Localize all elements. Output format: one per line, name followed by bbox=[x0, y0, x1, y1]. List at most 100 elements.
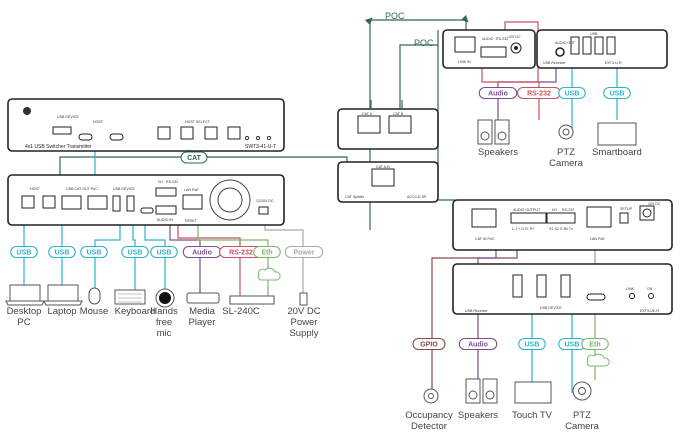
svg-text:USB: USB bbox=[128, 250, 143, 257]
device-label: Laptop bbox=[47, 306, 76, 317]
svg-text:USB: USB bbox=[610, 91, 625, 98]
audio-in-label: AUDIO IN bbox=[157, 218, 173, 222]
device-label: PTZ bbox=[573, 410, 591, 421]
cloud-icon bbox=[257, 267, 281, 281]
receiver-c-rear: CAT IN PoC AUDIO OUTPUT I/O RS-232 L- L+… bbox=[452, 199, 673, 251]
pill-usb: USB bbox=[603, 86, 631, 100]
device-label: Power bbox=[291, 317, 318, 328]
rs232-label: RS-232 bbox=[166, 180, 178, 184]
io-label: I/O bbox=[158, 180, 163, 184]
pill-eth: Eth bbox=[253, 245, 281, 259]
pill-usb: USB bbox=[10, 245, 38, 259]
ptz-camera-top-icon bbox=[558, 124, 574, 140]
pill-power: Power bbox=[284, 245, 324, 259]
laptop-icon bbox=[43, 284, 83, 306]
receiver-b: USB Receiver EXT3-U-R AUDIO OUT USB bbox=[536, 29, 668, 69]
svg-text:USB: USB bbox=[565, 342, 580, 349]
device-label: PC bbox=[17, 317, 30, 328]
svg-text:USB: USB bbox=[87, 250, 102, 257]
host-label: HOST bbox=[93, 120, 104, 124]
svg-text:USB: USB bbox=[565, 91, 580, 98]
media-player-icon bbox=[186, 292, 220, 304]
wire-keyboard bbox=[132, 222, 136, 296]
svg-text:USB: USB bbox=[17, 250, 32, 257]
svg-text:12V DC: 12V DC bbox=[648, 202, 661, 206]
device-label: Supply bbox=[289, 328, 318, 339]
svg-text:SETUP: SETUP bbox=[620, 207, 633, 211]
device-label: Detector bbox=[411, 421, 447, 432]
poc-label-1: POC bbox=[385, 11, 405, 21]
svg-text:USB: USB bbox=[590, 32, 598, 36]
sl240c-icon bbox=[229, 295, 275, 305]
svg-text:L- L+ G R- R+: L- L+ G R- R+ bbox=[512, 227, 535, 231]
device-label: free bbox=[156, 317, 172, 328]
svg-text:GPIO: GPIO bbox=[420, 342, 438, 349]
transmitter-rear: HOST USB CAT OUT PoC USB DEVICE I/O RS-2… bbox=[7, 174, 285, 226]
usb-device-label: USB DEVICE bbox=[57, 115, 79, 119]
device-label: Mouse bbox=[80, 306, 109, 317]
ptz-camera-bottom-icon bbox=[572, 381, 592, 401]
device-label: Keyboard bbox=[115, 306, 156, 317]
device-label: Speakers bbox=[478, 147, 518, 158]
speakers-top-icon bbox=[477, 119, 510, 145]
svg-text:Audio: Audio bbox=[468, 342, 488, 349]
svg-text:RS-232: RS-232 bbox=[229, 250, 253, 257]
splitter-model: ACC3-D-SP bbox=[407, 195, 427, 199]
svg-text:Power: Power bbox=[293, 250, 314, 257]
splitter-to-top bbox=[370, 100, 403, 108]
svg-text:EXT3-U-R: EXT3-U-R bbox=[605, 61, 622, 65]
wire-mic bbox=[144, 222, 166, 296]
svg-text:LAN PoE: LAN PoE bbox=[590, 237, 605, 241]
svg-text:Eth: Eth bbox=[261, 250, 272, 257]
pill-usb: USB bbox=[558, 337, 586, 351]
device-label: PTZ bbox=[557, 147, 575, 158]
rear-host-label: HOST bbox=[30, 187, 41, 191]
speakers-bottom-icon bbox=[465, 378, 498, 404]
power-supply-icon bbox=[299, 292, 308, 306]
splitter-top: CAT A CAT B bbox=[337, 108, 439, 150]
pill-rs-232: RS-232 bbox=[516, 86, 562, 100]
transmitter-model: SWT3-41-U-T bbox=[245, 144, 276, 150]
reset-label: RESET bbox=[185, 219, 198, 223]
svg-text:CAT B: CAT B bbox=[393, 112, 404, 116]
touch-tv-icon bbox=[514, 381, 552, 404]
device-label: Media bbox=[189, 306, 216, 317]
svg-text:USB Receiver: USB Receiver bbox=[543, 61, 566, 65]
svg-text:AUDIO OUTPUT: AUDIO OUTPUT bbox=[513, 208, 541, 212]
device-label: 20V DC bbox=[287, 306, 320, 317]
receiver-a: LINK IN AUDIO RS-232 12V DC bbox=[442, 29, 536, 69]
svg-text:USB Receiver: USB Receiver bbox=[465, 309, 488, 313]
svg-text:LINK IN: LINK IN bbox=[458, 60, 471, 64]
pill-usb: USB bbox=[558, 86, 586, 100]
pill-usb: USB bbox=[121, 245, 149, 259]
svg-text:12V DC: 12V DC bbox=[508, 35, 521, 39]
device-label: Smartboard bbox=[592, 147, 642, 158]
svg-text:CAT A-B: CAT A-B bbox=[376, 165, 390, 169]
pill-usb: USB bbox=[48, 245, 76, 259]
wire-audio bbox=[169, 218, 201, 296]
svg-text:Eth: Eth bbox=[589, 342, 600, 349]
device-label: SL-240C bbox=[222, 306, 260, 317]
cat-pill: CAT bbox=[180, 151, 208, 164]
svg-text:CAT: CAT bbox=[187, 155, 202, 162]
poc-wire-2 bbox=[399, 30, 439, 120]
svg-text:CAT IN PoC: CAT IN PoC bbox=[475, 237, 495, 241]
svg-text:EXT3-UE-R: EXT3-UE-R bbox=[640, 309, 659, 313]
svg-text:S1 S2 G Rx Tx: S1 S2 G Rx Tx bbox=[549, 227, 573, 231]
svg-text:ON: ON bbox=[647, 287, 653, 291]
usb-cat-out-label: USB CAT OUT PoC bbox=[66, 187, 98, 191]
host-select-label: HOST SELECT bbox=[185, 120, 211, 124]
svg-text:USB: USB bbox=[157, 250, 172, 257]
device-label: Desktop bbox=[7, 306, 42, 317]
svg-text:USB DEVICE: USB DEVICE bbox=[540, 306, 562, 310]
keyboard-icon bbox=[114, 289, 146, 305]
pill-gpio: GPIO bbox=[412, 337, 446, 351]
svg-text:AUDIO OUT: AUDIO OUT bbox=[555, 41, 576, 45]
wire-mouse bbox=[94, 222, 121, 296]
device-label: Hands bbox=[150, 306, 178, 317]
svg-text:USB: USB bbox=[55, 250, 70, 257]
